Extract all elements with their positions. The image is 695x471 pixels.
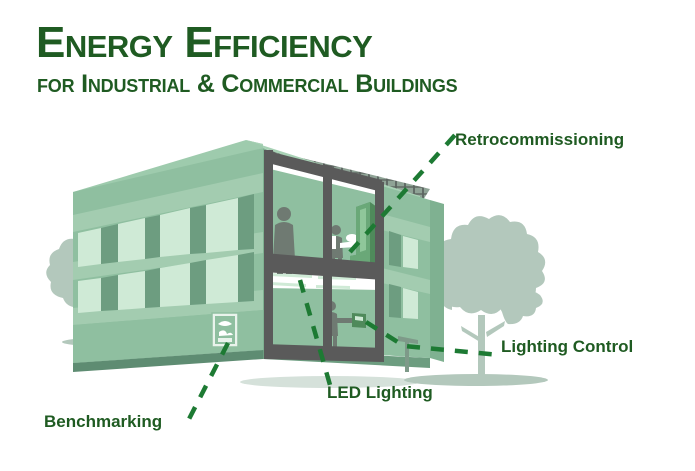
page-subtitle: for Industrial & Commercial Buildings [37,70,458,98]
page-title: Energy Efficiency [36,18,373,67]
leader-led-lighting [297,279,333,386]
window-band-lower [78,252,254,313]
lighting-control-panel [352,313,366,328]
callout-label-led-lighting: LED Lighting [327,383,433,402]
callout-label-lighting-control: Lighting Control [501,337,634,356]
energy-rating-plaque [211,312,239,348]
ground-shadow [404,374,548,386]
window-band-upper [78,194,254,267]
callout-label-retrocommissioning: Retrocommissioning [455,130,625,149]
leader-retrocommissioning [348,133,457,254]
exterior-light-pole [398,336,418,372]
scene-svg [46,133,548,423]
callout-label-benchmarking: Benchmarking [44,412,163,431]
callout-leader-lines [185,133,501,423]
building-illustration [0,110,695,471]
cutaway-structural-frame [264,150,384,362]
poster-header: Energy Efficiency for Industrial & Comme… [0,0,695,118]
leader-benchmarking [185,341,231,423]
